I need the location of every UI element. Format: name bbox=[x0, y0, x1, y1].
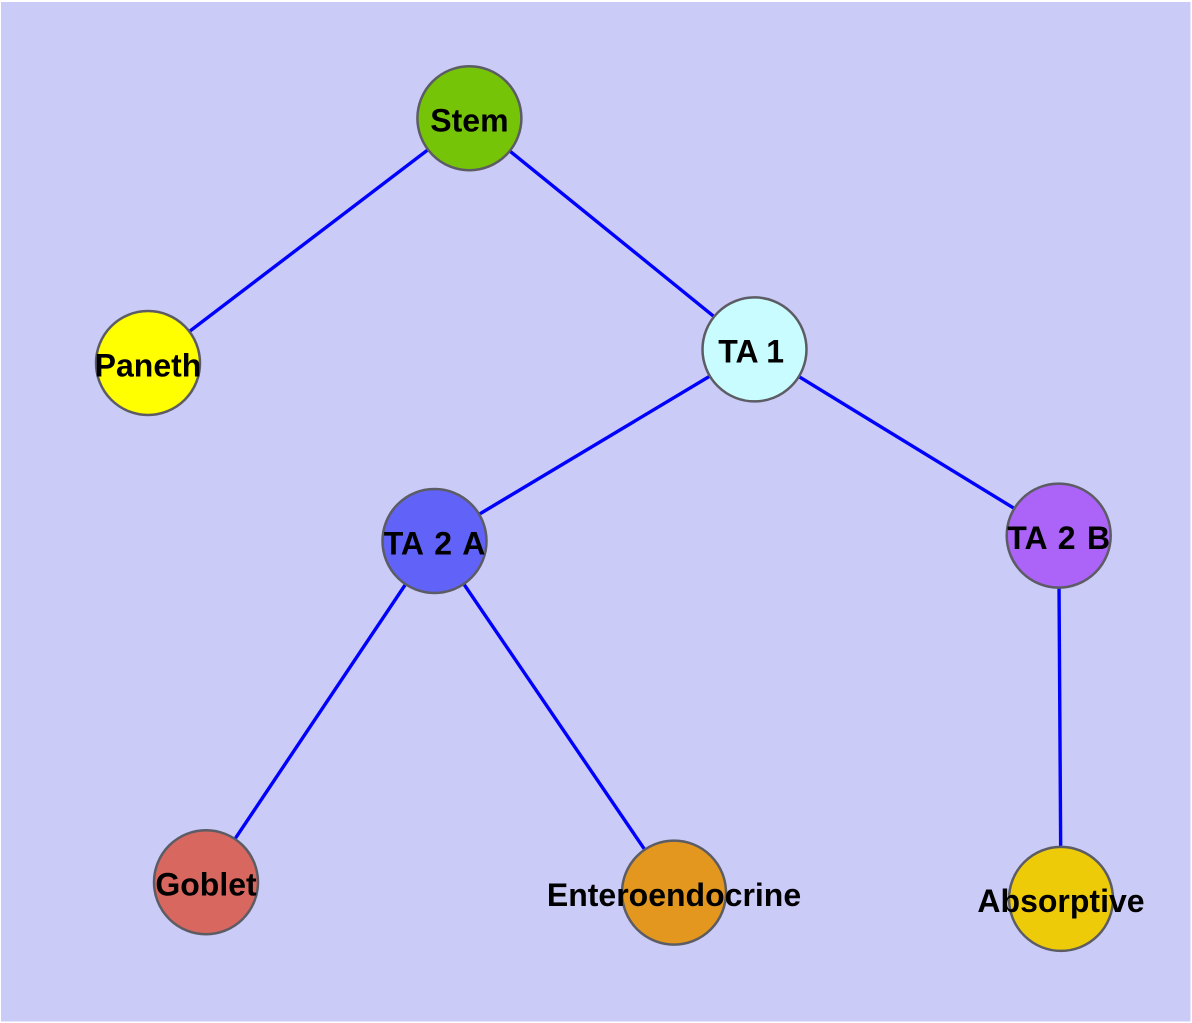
svg-text:Paneth: Paneth bbox=[95, 347, 202, 383]
svg-text:Absorptive: Absorptive bbox=[977, 883, 1144, 919]
svg-text:TA 2 B: TA 2 B bbox=[1007, 520, 1110, 556]
svg-text:Goblet: Goblet bbox=[155, 867, 257, 903]
svg-text:Enteroendocrine: Enteroendocrine bbox=[547, 877, 801, 913]
svg-text:TA 2 A: TA 2 A bbox=[384, 525, 486, 561]
svg-text:TA 1: TA 1 bbox=[718, 334, 784, 370]
svg-text:Stem: Stem bbox=[430, 103, 508, 139]
